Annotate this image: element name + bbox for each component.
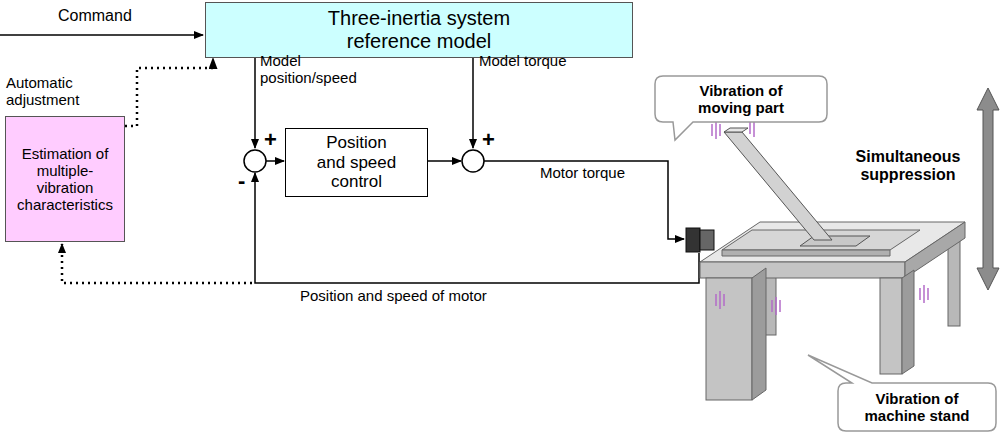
drawing-part [749,122,751,134]
drawing-part [711,124,713,136]
callout-shape [808,355,996,431]
drawing-part [927,288,929,300]
machine-leg [880,278,902,374]
drawing-part [715,121,717,139]
signal-label: Model position/speed [260,52,370,87]
drawing-part [771,300,773,312]
model-torque-wire [472,48,474,148]
moving-arm-top [724,128,748,132]
drawing-part [919,288,921,300]
signal-label: Motor torque [540,164,660,181]
model-position-wire [254,48,256,148]
drawing-part [719,291,721,309]
sign-label: + [482,127,502,152]
carriage [800,236,870,246]
estimation-box: Estimation of multiple- vibration charac… [5,116,125,242]
box-text: Vibration of moving part [685,82,797,117]
adjustment-connector [125,58,213,126]
edge-label: Automatic adjustment [6,74,124,109]
motor [700,230,714,250]
summing-junction [244,150,266,172]
callout-shape [655,76,827,140]
machine-table-front [700,262,905,278]
summing-junction [462,150,484,172]
control-box: Position and speed control [285,128,428,197]
reference-model-box: Three-inertia system reference model [205,2,633,58]
moving-arm [724,132,832,240]
sign-label: - [238,168,258,193]
box-text: Vibration of machine stand [856,390,978,425]
drawing-part [715,294,717,306]
drawing-part [923,285,925,303]
error-wire [266,160,284,162]
box-text: Estimation of multiple- vibration charac… [10,145,120,214]
drawing-part [723,294,725,306]
guide-rail-front [722,250,890,256]
signal-label: Command [58,7,178,25]
note-label: Simultaneous suppression [842,148,974,185]
suppression-arrow [977,88,999,290]
box-text: Position and speed control [312,133,402,192]
callout-bubble: Vibration of moving part [655,76,827,122]
signal-label: Position and speed of motor [300,287,600,304]
machine-leg [706,278,752,400]
machine-leg-side [752,268,766,400]
command-wire [0,34,203,36]
control-output-wire [428,160,461,162]
machine-leg-side [902,270,914,374]
drawing-part [779,300,781,312]
callout-bubble: Vibration of machine stand [838,383,996,431]
drawing-part [719,124,721,136]
drawing-part [775,297,777,315]
estimation-feedback-wire [62,244,252,283]
box-text: Three-inertia system reference model [304,7,534,53]
sign-label: + [264,127,284,152]
signal-label: Model torque [479,52,589,69]
motor [686,228,700,252]
motor-torque-wire [484,161,684,239]
